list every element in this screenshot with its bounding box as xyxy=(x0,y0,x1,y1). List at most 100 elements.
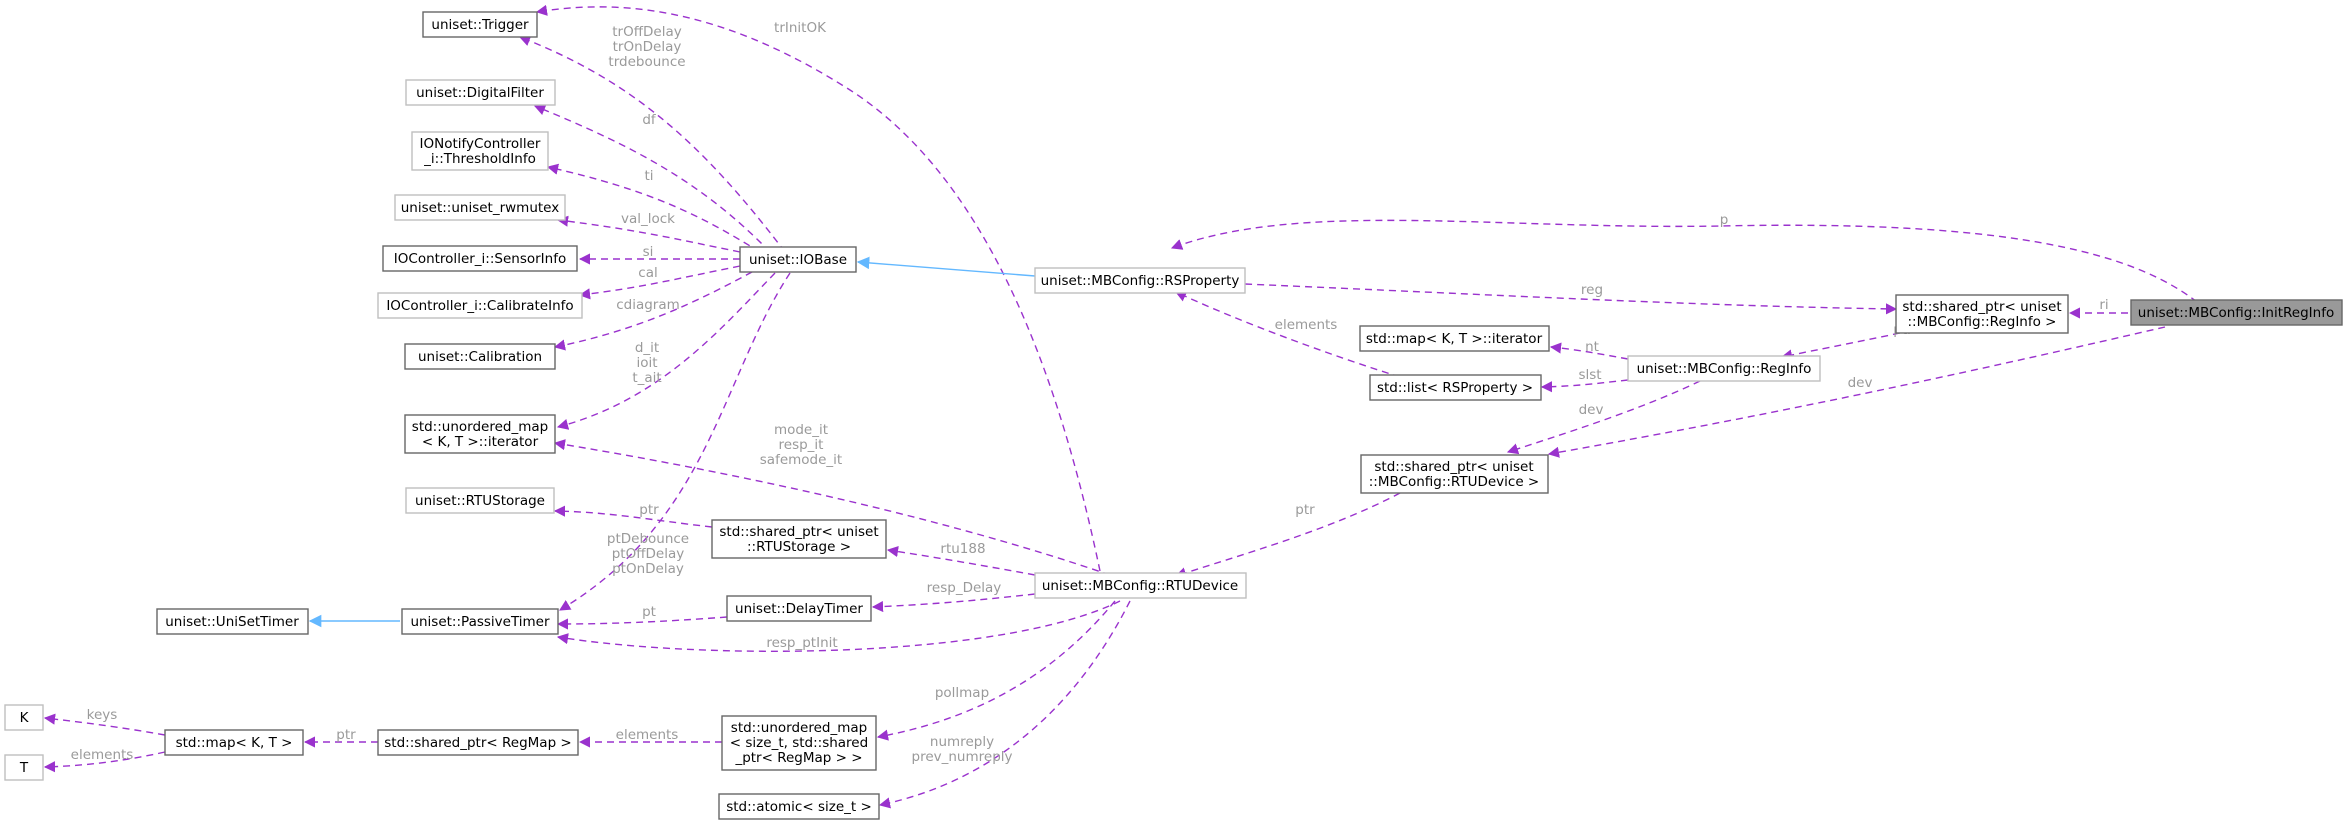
node-umap-regmap[interactable]: std::unordered_map < size_t, std::shared… xyxy=(721,715,877,771)
node-label: uniset::Trigger xyxy=(431,17,529,33)
node-calibrate-info[interactable]: IOController_i::CalibrateInfo xyxy=(377,292,583,319)
edge-label: dev xyxy=(1579,402,1604,418)
node-label: std::map< K, T >::iterator xyxy=(1366,331,1543,347)
node-label: ::RTUStorage > xyxy=(747,539,851,555)
node-label: IONotifyController xyxy=(420,136,541,152)
node-label: std::atomic< size_t > xyxy=(726,799,872,815)
node-calibration[interactable]: uniset::Calibration xyxy=(404,343,556,370)
node-label: < size_t, std::shared xyxy=(730,735,868,751)
edge-label: resp_Delay xyxy=(927,580,1002,596)
node-label: _ptr< RegMap > > xyxy=(734,750,862,766)
node-t[interactable]: T xyxy=(4,754,44,781)
node-label: uniset::MBConfig::RTUDevice xyxy=(1042,578,1238,594)
edges xyxy=(43,4,2198,809)
edge-rsproperty-iobase xyxy=(856,256,1036,277)
edge-mapkt-k xyxy=(43,713,166,736)
node-map-kt[interactable]: std::map< K, T > xyxy=(164,729,304,756)
node-label: uniset::MBConfig::InitRegInfo xyxy=(2138,305,2334,321)
node-label: std::map< K, T > xyxy=(176,735,293,751)
edge-label: elements xyxy=(71,747,134,763)
node-passive-timer[interactable]: uniset::PassiveTimer xyxy=(401,608,559,635)
node-label: uniset::RTUStorage xyxy=(415,493,545,509)
edge-mapkt-t xyxy=(43,751,166,773)
node-umap-iterator[interactable]: std::unordered_map < K, T >::iterator xyxy=(404,414,556,454)
node-label: < K, T >::iterator xyxy=(422,434,539,450)
edge-initreginfo-sprtudevice xyxy=(1547,326,2166,458)
node-label: std::unordered_map xyxy=(731,720,867,736)
edge-label: slst xyxy=(1578,367,1601,383)
edge-list-rsproperty xyxy=(1174,291,1401,378)
node-rtu-storage[interactable]: uniset::RTUStorage xyxy=(405,487,555,514)
edge-rtudevice-umapregmap xyxy=(876,600,1116,741)
node-uniset-timer[interactable]: uniset::UniSetTimer xyxy=(156,608,309,635)
edge-label: elements xyxy=(1275,317,1338,333)
node-label: IOController_i::CalibrateInfo xyxy=(386,298,573,314)
node-label: std::shared_ptr< uniset xyxy=(1374,459,1533,475)
edge-label: ptDebounce xyxy=(607,531,689,547)
node-label: _i::ThresholdInfo xyxy=(423,151,536,167)
node-map-iterator[interactable]: std::map< K, T >::iterator xyxy=(1359,325,1550,352)
node-sensor-info[interactable]: IOController_i::SensorInfo xyxy=(382,245,578,272)
node-iobase[interactable]: uniset::IOBase xyxy=(739,246,857,273)
nodes: uniset::Trigger uniset::DigitalFilter IO… xyxy=(4,11,2343,820)
node-shared-ptr-reginfo[interactable]: std::shared_ptr< uniset ::MBConfig::RegI… xyxy=(1895,294,2069,334)
node-label: std::shared_ptr< uniset xyxy=(1902,299,2061,315)
edge-label: cdiagram xyxy=(616,297,680,313)
edge-label: ptOnDelay xyxy=(612,561,684,577)
edge-reginfo-sprtudevice xyxy=(1506,380,1701,455)
node-shared-ptr-rtustorage[interactable]: std::shared_ptr< uniset ::RTUStorage > xyxy=(711,519,887,559)
node-digital-filter[interactable]: uniset::DigitalFilter xyxy=(405,79,556,106)
edge-label: p xyxy=(1720,212,1729,228)
edge-label: keys xyxy=(87,707,118,723)
node-trigger[interactable]: uniset::Trigger xyxy=(422,11,538,38)
node-delay-timer[interactable]: uniset::DelayTimer xyxy=(726,595,872,622)
edge-label: reg xyxy=(1581,282,1603,298)
edge-label: trOffDelay xyxy=(612,24,681,40)
edge-labels: trOffDelay trOnDelay trdebounce trInitOK… xyxy=(71,20,2109,765)
node-label: uniset::IOBase xyxy=(749,252,847,268)
edge-label: ti xyxy=(644,168,653,184)
edge-label: trOnDelay xyxy=(613,39,682,55)
node-shared-ptr-regmap[interactable]: std::shared_ptr< RegMap > xyxy=(377,729,579,756)
node-reginfo[interactable]: uniset::MBConfig::RegInfo xyxy=(1627,355,1821,382)
node-label: ::MBConfig::RegInfo > xyxy=(1908,314,2057,330)
node-label: std::unordered_map xyxy=(412,419,548,435)
node-rtudevice[interactable]: uniset::MBConfig::RTUDevice xyxy=(1034,572,1247,599)
node-atomic[interactable]: std::atomic< size_t > xyxy=(718,793,880,820)
node-label: uniset::uniset_rwmutex xyxy=(401,200,560,216)
node-rwmutex[interactable]: uniset::uniset_rwmutex xyxy=(394,194,566,221)
edge-label: ptr xyxy=(1295,502,1315,518)
node-label: std::shared_ptr< uniset xyxy=(719,524,878,540)
edge-label: ptr xyxy=(336,727,356,743)
edge-rtudevice-trigger xyxy=(535,4,1101,572)
edge-label: pt xyxy=(642,604,656,620)
node-label: uniset::Calibration xyxy=(418,349,542,365)
edge-label: df xyxy=(642,112,657,128)
node-k[interactable]: K xyxy=(4,704,44,731)
edge-label: elements xyxy=(616,727,679,743)
edge-label: trInitOK xyxy=(774,20,827,36)
node-shared-ptr-rtudevice[interactable]: std::shared_ptr< uniset ::MBConfig::RTUD… xyxy=(1360,454,1549,494)
node-list-rsproperty[interactable]: std::list< RSProperty > xyxy=(1369,374,1542,401)
node-label: std::list< RSProperty > xyxy=(1377,380,1533,396)
edge-label: pollmap xyxy=(935,685,989,701)
edge-label: resp_it xyxy=(779,437,824,453)
edge-label: trdebounce xyxy=(608,54,685,70)
node-rsproperty[interactable]: uniset::MBConfig::RSProperty xyxy=(1034,267,1246,294)
edge-rsproperty-spreginfo xyxy=(1244,283,1898,315)
edge-sprtustorage-rtustorage xyxy=(553,505,713,528)
edge-rtudevice-delaytimer xyxy=(871,593,1036,613)
edge-label: ptOffDelay xyxy=(612,546,685,562)
node-label: T xyxy=(19,760,29,776)
edge-label: prev_numreply xyxy=(912,749,1013,765)
edge-label: dev xyxy=(1848,375,1873,391)
edge-iobase-rwmutex xyxy=(556,215,741,253)
node-initreginfo[interactable]: uniset::MBConfig::InitRegInfo xyxy=(2130,299,2343,326)
edge-iobase-umapiter xyxy=(556,272,776,430)
edge-label: t_ait xyxy=(632,370,661,386)
node-label: IOController_i::SensorInfo xyxy=(394,251,566,267)
edge-iobase-passivetimer xyxy=(559,272,791,611)
node-threshold-info[interactable]: IONotifyController _i::ThresholdInfo xyxy=(411,131,549,171)
node-label: uniset::DigitalFilter xyxy=(416,85,544,101)
